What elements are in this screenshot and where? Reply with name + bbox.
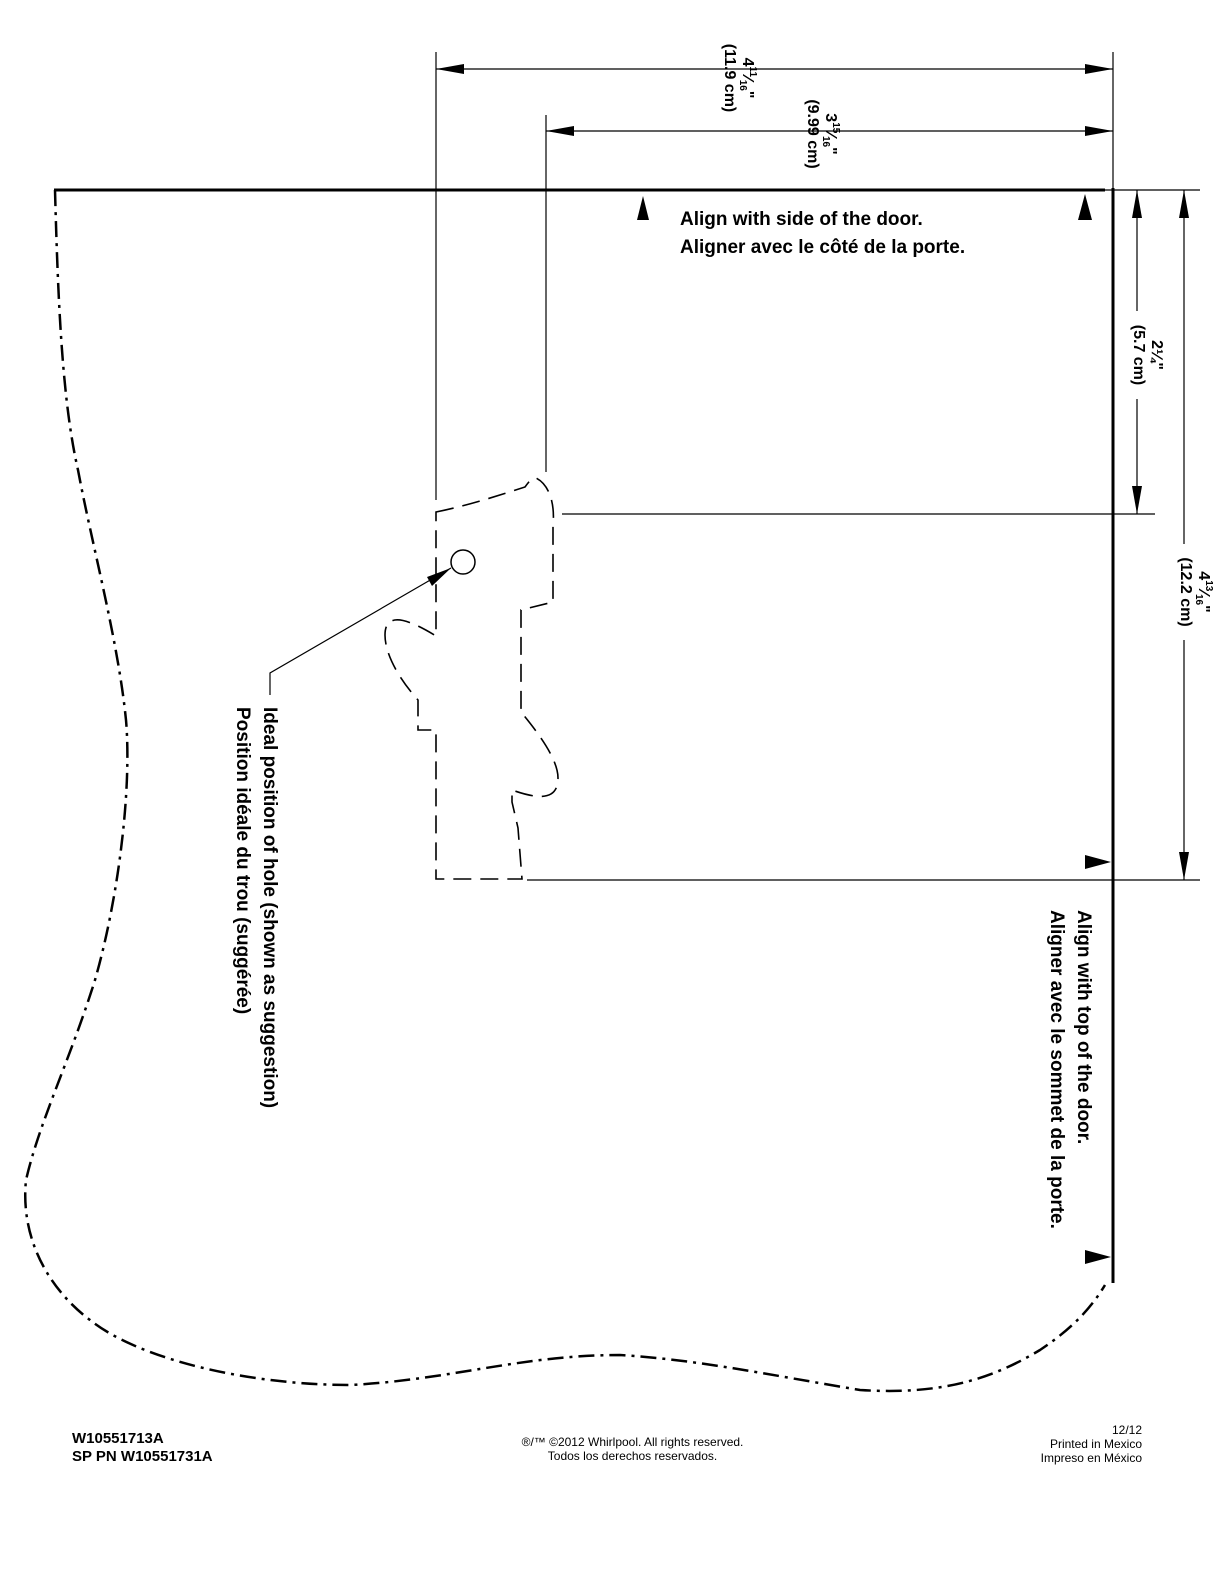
align-side-label-fr: Aligner avec le côté de la porte. [680, 237, 965, 258]
align-top-marker-icon [1085, 1250, 1111, 1264]
arrowhead-icon [1132, 486, 1142, 514]
align-top-marker-icon [1085, 855, 1111, 869]
sp-part-number: SP PN W10551731A [72, 1448, 213, 1465]
hole-leader-line [269, 567, 452, 695]
print-date: 12/12 [1111, 1423, 1142, 1437]
arrowhead-icon [546, 126, 574, 136]
part-number-block: W10551713A SP PN W10551731A [72, 1430, 213, 1466]
part-number: W10551713A [72, 1430, 164, 1447]
leader-arrowhead-icon [427, 568, 451, 586]
copyright-block: ®/™ ©2012 Whirlpool. All rights reserved… [0, 1435, 1225, 1463]
arrowhead-icon [436, 64, 464, 74]
align-top-label-fr: Aligner avec le sommet de la porte. [1046, 910, 1067, 1229]
rights-text-es: Todos los derechos reservados. [547, 1449, 718, 1463]
arrowhead-icon [1132, 190, 1142, 218]
align-top-label-en: Align with top of the door. [1073, 910, 1094, 1144]
height-upper-label: 2¼" (5.7 cm) [1128, 311, 1168, 399]
hole-position-icon [450, 549, 476, 575]
svg-text:(11.9 cm): (11.9 cm) [721, 44, 738, 112]
svg-text:(9.99 cm): (9.99 cm) [804, 99, 821, 168]
hole-label-en: Ideal position of hole (shown as suggest… [259, 707, 280, 1108]
arrowhead-icon [1085, 64, 1113, 74]
handle-outline-dashed [384, 477, 559, 880]
svg-text:315⁄16": 315⁄16" [820, 113, 841, 154]
copyright-text: ®/™ ©2012 Whirlpool. All rights reserved… [521, 1435, 744, 1449]
align-side-marker-icon [637, 196, 649, 220]
arrowhead-icon [1179, 190, 1189, 218]
align-side-label-en: Align with side of the door. [680, 209, 923, 230]
cut-outline [23, 189, 1107, 1393]
height-total-label: 413⁄16" (12.2 cm) [1175, 544, 1215, 640]
print-info-block: 12/12 Printed in Mexico Impreso en Méxic… [1041, 1423, 1142, 1465]
align-side-marker-icon [1078, 194, 1092, 220]
svg-text:2¼": 2¼" [1148, 340, 1165, 370]
svg-text:411⁄16": 411⁄16" [737, 58, 758, 99]
hole-label-fr: Position idéale du trou (suggérée) [232, 707, 253, 1014]
width-inner-label: 315⁄16" (9.99 cm) [804, 99, 841, 168]
svg-text:413⁄16": 413⁄16" [1193, 571, 1214, 612]
arrowhead-icon [1085, 126, 1113, 136]
arrowhead-icon [1179, 852, 1189, 880]
printed-in-en: Printed in Mexico [1049, 1437, 1142, 1451]
svg-text:(12.2 cm): (12.2 cm) [1177, 557, 1194, 626]
printed-in-es: Impreso en México [1040, 1451, 1142, 1465]
width-outer-label: 411⁄16" (11.9 cm) [721, 44, 758, 112]
svg-text:(5.7 cm): (5.7 cm) [1130, 325, 1147, 385]
